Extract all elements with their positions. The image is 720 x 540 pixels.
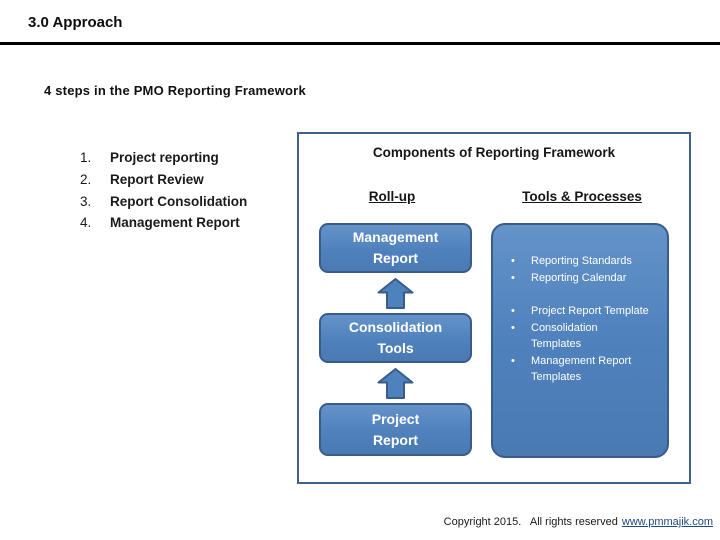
bullet-label: Project Report Template [531,305,649,317]
list-item: 1. Project reporting [80,147,247,169]
bullet-icon: • [511,354,515,367]
list-item: 3. Report Consolidation [80,190,247,212]
step-label: Report Review [110,172,204,188]
bullet-icon: • [511,305,515,317]
list-item: • Consolidation Templates [505,320,653,353]
up-arrow-icon [377,278,414,309]
bullet-group-standards: • Reporting Standards • Reporting Calend… [505,253,653,286]
step-number: 4. [80,215,92,231]
box-line: Report [372,431,419,448]
up-arrow-icon [377,368,414,399]
diagram-title: Components of Reporting Framework [372,145,616,160]
step-number: 2. [80,172,92,188]
slide-subtitle: 4 steps in the PMO Reporting Framework [44,83,306,98]
bullet-group-templates: • Project Report Template • Consolidatio… [505,303,653,386]
consolidation-tools-box: Consolidation Tools [319,313,472,363]
tools-column-header: Tools & Processes [522,189,642,204]
step-number: 3. [80,193,92,209]
box-line: Management [352,229,439,245]
project-report-box: Project Report [319,403,472,456]
steps-list: 1. Project reporting 2. Report Review 3.… [80,147,247,234]
management-report-box: Management Report [319,223,472,273]
website-link[interactable]: www.pmmajik.com [621,516,713,528]
rollup-column-header: Roll-up [368,189,416,204]
box-line: Consolidation [348,319,443,335]
bullet-label: Reporting Standards [531,255,632,267]
bullet-label: Reporting Calendar [531,271,627,284]
reporting-framework-diagram: Components of Reporting Framework Roll-u… [297,132,691,484]
copyright-text: Copyright 2015. All rights reserved [443,516,618,528]
tools-processes-box: • Reporting Standards • Reporting Calend… [491,223,669,458]
header-divider [0,42,720,45]
bullet-icon: • [511,271,515,284]
page-title: 3.0 Approach [28,14,123,31]
step-number: 1. [80,150,92,166]
box-line: Project [371,410,420,427]
step-label: Management Report [110,215,240,231]
list-item: 4. Management Report [80,212,247,234]
box-line: Report [372,250,419,266]
list-item: 2. Report Review [80,169,247,191]
list-item: • Project Report Template [505,303,653,320]
list-item: • Management Report Templates [505,353,653,386]
list-item: • Reporting Calendar [505,270,653,287]
step-label: Project reporting [110,150,219,166]
bullet-icon: • [511,321,515,334]
step-label: Report Consolidation [110,193,248,209]
list-item: • Reporting Standards [505,253,653,270]
bullet-label: Consolidation Templates [531,321,598,351]
bullet-icon: • [511,255,515,267]
box-line: Tools [377,340,414,356]
bullet-label: Management Report Templates [531,354,632,384]
